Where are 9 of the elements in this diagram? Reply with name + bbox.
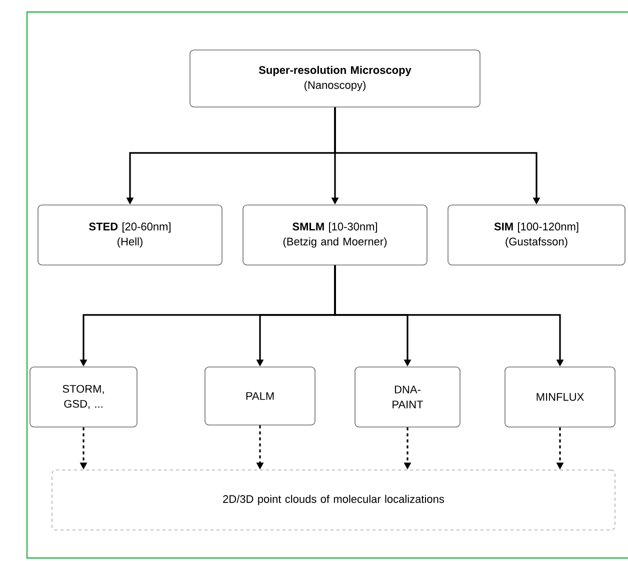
method-box: SIM [100-120nm] (Gustafsson) [448, 204, 626, 266]
method-box: STED [20-60nm] (Hell) [38, 204, 222, 266]
method-box: SMLM [10-30nm] (Betzig and Moerner) [242, 204, 428, 266]
method-box: DNA-PAINT [354, 366, 460, 428]
result-box: 2D/3D point clouds of molecular localizations [52, 470, 616, 530]
method-box: MINFLUX [504, 366, 616, 428]
method-box: STORM, GSD, ... [30, 366, 138, 428]
method-box: Super-resolution Microscopy (Nanoscopy) [190, 50, 480, 108]
method-box: PALM [204, 366, 316, 426]
